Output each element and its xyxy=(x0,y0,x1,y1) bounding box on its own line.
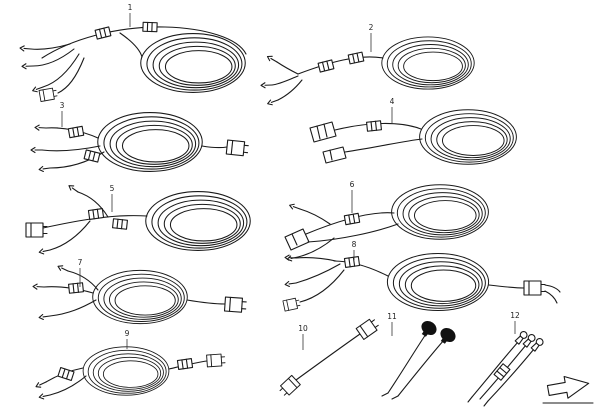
callout-5[interactable]: 5 xyxy=(110,184,115,212)
callout-7[interactable]: 7 xyxy=(78,258,83,287)
callout-1-label[interactable]: 1 xyxy=(128,3,133,12)
part-illustration-8[interactable] xyxy=(282,252,561,312)
part-illustration-9[interactable] xyxy=(34,346,226,401)
part-illustration-1[interactable] xyxy=(19,21,247,102)
callout-4[interactable]: 4 xyxy=(390,97,395,123)
callout-6[interactable]: 6 xyxy=(350,180,355,213)
callout-6-label[interactable]: 6 xyxy=(350,180,355,189)
callout-2[interactable]: 2 xyxy=(369,23,374,52)
callout-9-label[interactable]: 9 xyxy=(125,329,130,338)
callout-10[interactable]: 10 xyxy=(298,324,308,350)
part-illustration-10[interactable] xyxy=(277,316,381,398)
part-illustration-5[interactable] xyxy=(25,183,251,256)
part-illustration-7[interactable] xyxy=(32,263,247,325)
callout-4-label[interactable]: 4 xyxy=(390,97,395,106)
callout-12-label[interactable]: 12 xyxy=(510,311,520,320)
callout-11[interactable]: 11 xyxy=(387,312,397,336)
callout-10-label[interactable]: 10 xyxy=(298,324,308,333)
callout-5-label[interactable]: 5 xyxy=(110,184,115,193)
callouts: 1 2 3 4 5 6 7 8 xyxy=(60,3,520,350)
callout-8[interactable]: 8 xyxy=(352,240,357,260)
part-illustration-11[interactable] xyxy=(381,317,459,400)
part-illustration-12[interactable] xyxy=(467,329,545,407)
direction-arrow-icon xyxy=(542,375,594,404)
callout-11-label[interactable]: 11 xyxy=(387,312,397,321)
callout-7-label[interactable]: 7 xyxy=(78,258,83,267)
part-illustration-6[interactable] xyxy=(284,184,489,263)
callout-2-label[interactable]: 2 xyxy=(369,23,374,32)
callout-12[interactable]: 12 xyxy=(510,311,520,334)
callout-1[interactable]: 1 xyxy=(128,3,133,27)
part-illustration-2[interactable] xyxy=(260,36,475,107)
callout-3-label[interactable]: 3 xyxy=(60,101,65,110)
part-illustration-3[interactable] xyxy=(30,112,250,173)
callout-3[interactable]: 3 xyxy=(60,101,65,127)
callout-8-label[interactable]: 8 xyxy=(352,240,357,249)
callout-9[interactable]: 9 xyxy=(125,329,130,349)
part-illustration-4[interactable] xyxy=(309,109,517,165)
